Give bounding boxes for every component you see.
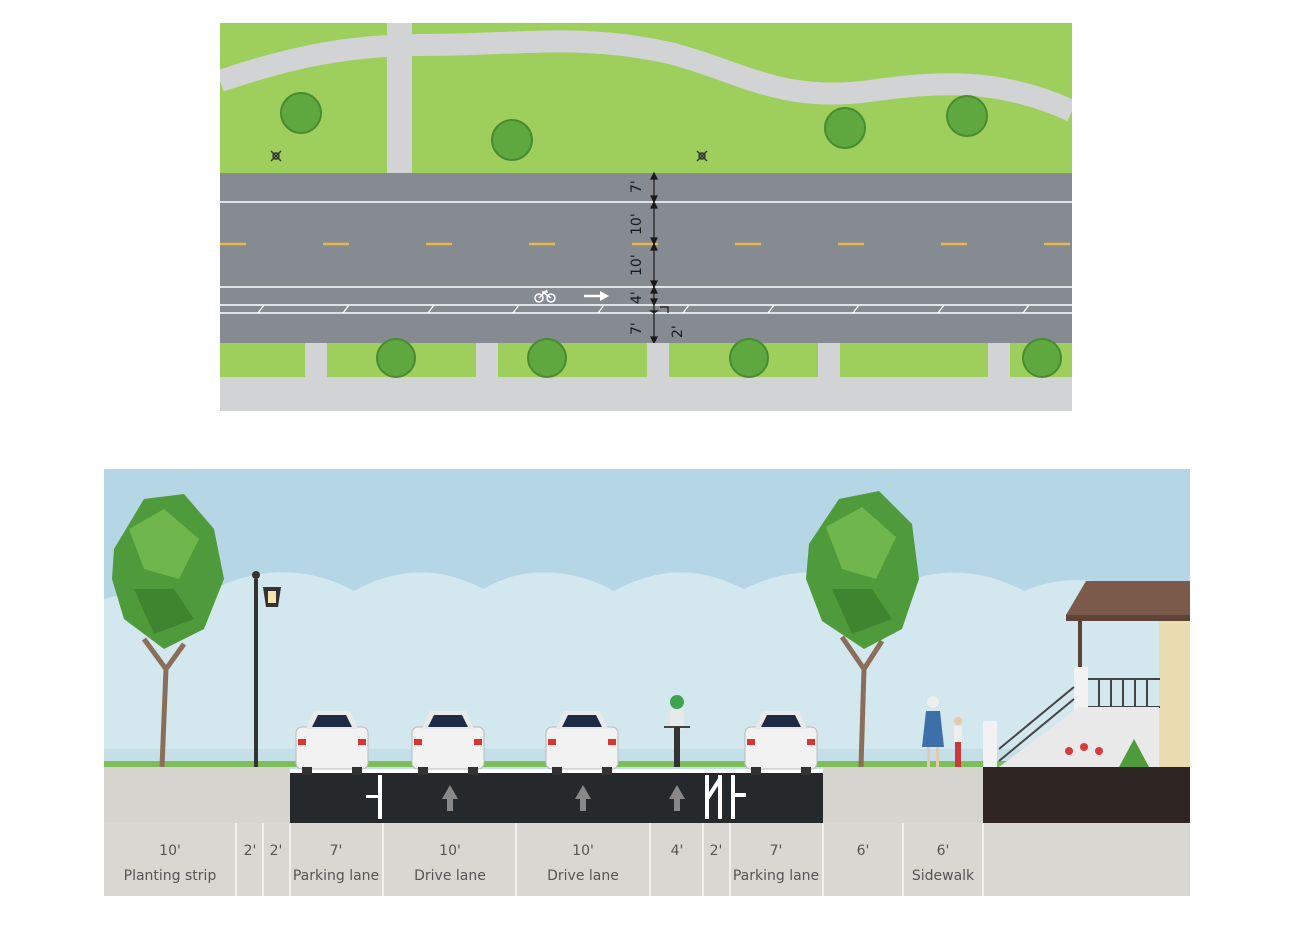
house: [983, 581, 1190, 769]
segment-width: 10': [439, 843, 461, 859]
pedestrian: [922, 696, 962, 767]
segment-name: Drive lane: [414, 868, 486, 884]
section-view: 10' Planting strip 2' 2' 7' Parking lane…: [104, 469, 1190, 896]
buffer-hatch: [257, 304, 1030, 314]
arrow-right-icon: [584, 291, 609, 301]
car: [411, 711, 485, 775]
segment-name: Planting strip: [124, 868, 217, 884]
street-tree: [806, 491, 919, 768]
street-tree: [112, 494, 224, 768]
dimension-label: 7': [629, 322, 645, 335]
segment-name: Sidewalk: [912, 868, 975, 884]
segment-width: 6': [937, 843, 950, 859]
parked-car: [744, 711, 818, 775]
parked-car: [295, 711, 369, 775]
segment-width: 2': [244, 843, 257, 859]
tree-icon: [824, 107, 866, 149]
segment-dividers: [235, 823, 984, 896]
plan-view: 7' 10' 10' 4' 7' 2': [220, 23, 1072, 411]
car: [545, 711, 619, 775]
dimension-label: 4': [629, 291, 645, 304]
segment-name: Drive lane: [547, 868, 619, 884]
segment-width: 7': [770, 843, 783, 859]
segment-width: 10': [572, 843, 594, 859]
segment-width: 2': [710, 843, 723, 859]
segment-width: 10': [159, 843, 181, 859]
tree-icon: [280, 92, 322, 134]
front-yard: [983, 767, 1190, 823]
streetlight-icon: [270, 150, 282, 162]
bicycle-icon: [534, 289, 556, 303]
tree-icon: [527, 338, 567, 378]
tree-icon: [729, 338, 769, 378]
dimension-label: 2': [670, 325, 686, 338]
arrow-up-icon: [575, 785, 591, 811]
dimension-line: [649, 171, 669, 345]
sidewalk-ground: [823, 767, 983, 823]
tree-icon: [946, 95, 988, 137]
dimension-label: 7': [629, 180, 645, 193]
arrow-up-icon: [442, 785, 458, 811]
tree-icon: [1022, 338, 1062, 378]
tree-icon: [491, 119, 533, 161]
segment-width: 2': [270, 843, 283, 859]
tree-icon: [376, 338, 416, 378]
arrow-up-icon: [669, 785, 685, 811]
segment-width: 4': [671, 843, 684, 859]
park-path-curved: [220, 30, 1072, 122]
clouds: [104, 572, 1190, 769]
planting-strip: [220, 343, 1072, 377]
segment-label-bar: [104, 823, 1190, 896]
segment-name: Parking lane: [733, 868, 819, 884]
cyclist: [664, 695, 690, 767]
planting-strip-ground: [104, 767, 290, 823]
roadway: [220, 173, 1072, 343]
streetlight: [252, 571, 281, 767]
dimension-label: 10': [629, 213, 645, 235]
dimension-label: 10': [629, 254, 645, 276]
segment-width: 6': [857, 843, 870, 859]
streetlight-icon: [696, 150, 708, 162]
segment-name: Parking lane: [293, 868, 379, 884]
buffer-mark: [705, 775, 746, 819]
segment-width: 7': [330, 843, 343, 859]
